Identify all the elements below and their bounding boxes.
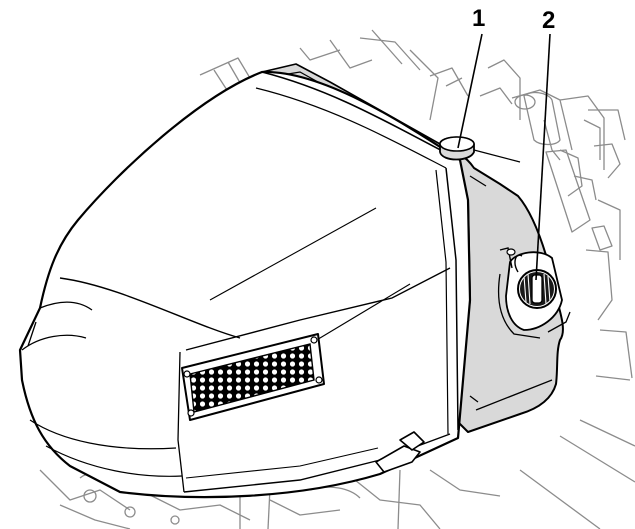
callout-number-1: 1 [472,5,485,32]
cover-latch [375,431,425,473]
leader-line-1 [457,33,483,149]
callout-number-2: 2 [542,7,555,34]
background-machinery [39,29,635,529]
engine-cover [18,70,472,499]
vent-grille [181,333,325,421]
leader-line-2 [535,33,551,281]
fuel-tank [439,143,571,433]
fuel-cap [514,254,557,309]
tank-vent-knob [439,136,521,163]
callout-leaders [457,33,551,281]
